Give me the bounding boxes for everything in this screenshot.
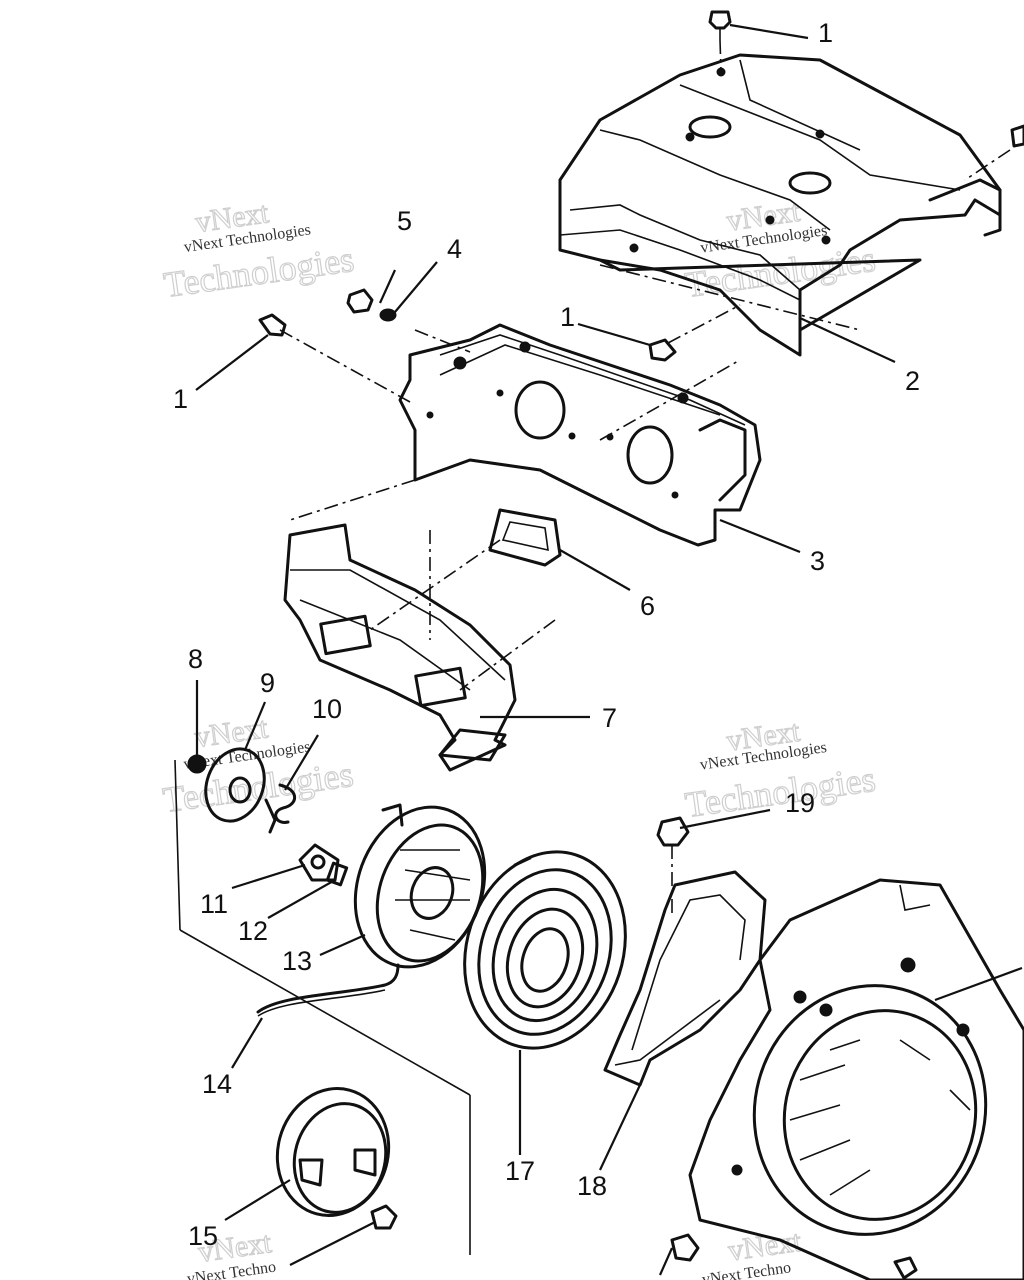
callout-12: 12 xyxy=(238,916,268,946)
part-18-bracket xyxy=(603,870,767,1087)
bolt-19 xyxy=(656,816,690,915)
bolt-1-middle xyxy=(648,338,677,362)
part-7-flange xyxy=(283,523,517,772)
part-2-cover xyxy=(558,53,1002,357)
watermark-top-right: vNext Technologies vNext Technologies xyxy=(682,194,878,306)
callout-14: 14 xyxy=(202,1069,232,1099)
callout-8: 8 xyxy=(188,644,203,674)
watermark-bottom-left: vNext vNext Techno xyxy=(186,1225,277,1280)
leader-lines xyxy=(195,23,1023,1276)
callout-1-top: 1 xyxy=(818,18,833,48)
part-8-nut xyxy=(187,754,207,774)
callout-10: 10 xyxy=(312,694,342,724)
recoil-assembly-boundary xyxy=(174,759,471,1255)
part-9-washer xyxy=(204,747,266,823)
bolt-top-right-partial xyxy=(964,124,1024,181)
watermark-top-left: vNext Technologies vNext Technologies xyxy=(161,196,357,306)
part-15-cup xyxy=(275,1087,391,1217)
part-11-pawl xyxy=(298,843,340,882)
callout-18: 18 xyxy=(577,1171,607,1201)
callout-17: 17 xyxy=(505,1156,535,1186)
callout-labels: 1 2 3 4 5 1 1 6 7 8 9 10 11 12 13 14 15 … xyxy=(173,18,920,1251)
callout-11: 11 xyxy=(200,889,228,919)
bolt-bottom-right xyxy=(670,1233,918,1280)
bolt-1-top xyxy=(708,10,732,73)
callout-2: 2 xyxy=(905,366,920,396)
bolt-1-left xyxy=(258,313,287,337)
callout-7: 7 xyxy=(602,703,617,733)
part-17-spring xyxy=(463,850,627,1050)
alignment-lines xyxy=(279,264,861,691)
part-14-rope xyxy=(256,963,400,1017)
callout-15: 15 xyxy=(188,1221,218,1251)
callout-1-middle: 1 xyxy=(560,302,575,332)
callout-1-left: 1 xyxy=(173,384,188,414)
bolt-15 xyxy=(370,1204,398,1230)
part-6-gasket xyxy=(488,508,562,567)
part-10-clip xyxy=(264,783,297,834)
callout-9: 9 xyxy=(260,668,275,698)
part-3-plate xyxy=(398,323,762,547)
washer-4 xyxy=(379,308,397,322)
fan-housing xyxy=(688,878,1024,1280)
callout-5: 5 xyxy=(397,206,412,236)
part-12-pin xyxy=(325,861,349,887)
callout-3: 3 xyxy=(810,546,825,576)
nut-5 xyxy=(346,288,374,314)
watermark-mid-right: vNext Technologies vNext Technologies xyxy=(682,714,878,826)
callout-4: 4 xyxy=(447,234,462,264)
callout-19: 19 xyxy=(785,788,815,818)
callout-13: 13 xyxy=(282,946,312,976)
callout-6: 6 xyxy=(640,591,655,621)
